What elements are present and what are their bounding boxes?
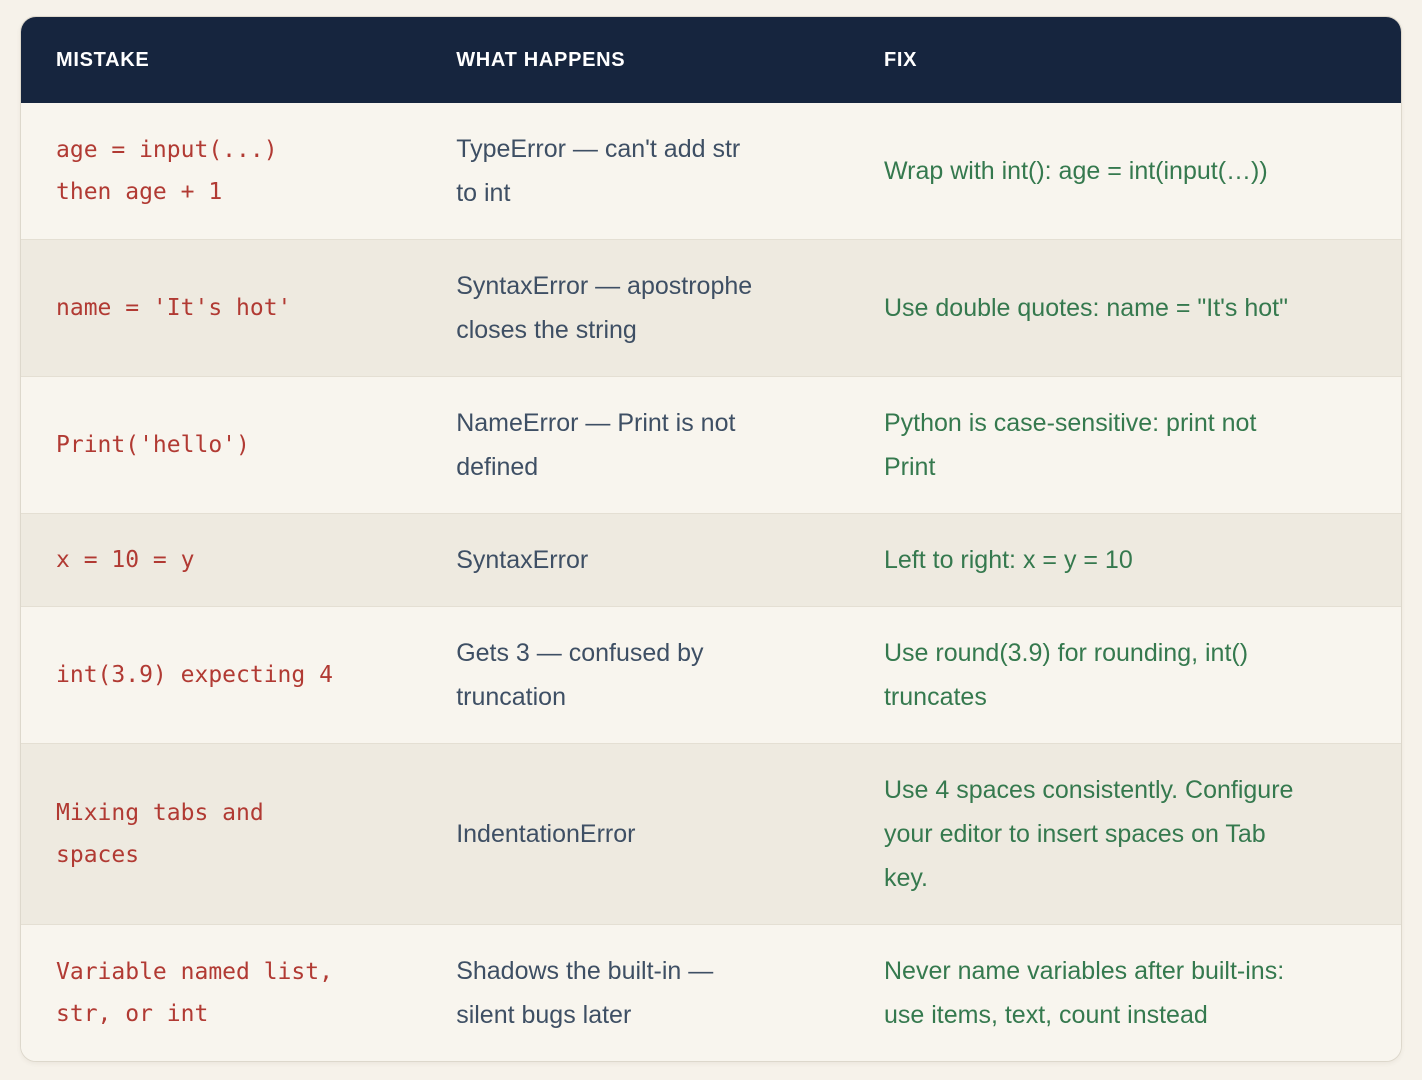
column-header-what-happens: WHAT HAPPENS xyxy=(421,17,849,103)
table-row: Variable named list, str, or int Shadows… xyxy=(21,924,1401,1061)
table-row: Print('hello') NameError — Print is not … xyxy=(21,376,1401,514)
what-happens-cell: SyntaxError — apostrophe closes the stri… xyxy=(456,272,753,344)
mistakes-table: MISTAKE WHAT HAPPENS FIX age = input(...… xyxy=(21,17,1401,1061)
what-happens-cell: SyntaxError xyxy=(456,546,589,574)
fix-cell: Left to right: x = y = 10 xyxy=(883,546,1133,574)
fix-cell: Use round(3.9) for rounding, int() trunc… xyxy=(883,639,1249,711)
table-row: x = 10 = y SyntaxError Left to right: x … xyxy=(21,513,1401,607)
what-happens-cell: IndentationError xyxy=(456,820,636,848)
table-row: age = input(...) then age + 1 TypeError … xyxy=(21,103,1401,240)
mistake-cell: age = input(...) then age + 1 xyxy=(56,137,278,205)
table-row: Mixing tabs and spaces IndentationError … xyxy=(21,743,1401,925)
mistake-cell: x = 10 = y xyxy=(56,547,195,573)
fix-cell: Never name variables after built-ins: us… xyxy=(883,957,1285,1029)
table-row: int(3.9) expecting 4 Gets 3 — confused b… xyxy=(21,606,1401,744)
header-row: MISTAKE WHAT HAPPENS FIX xyxy=(21,17,1401,103)
fix-cell: Python is case-sensitive: print not Prin… xyxy=(883,409,1257,481)
what-happens-cell: Shadows the built-in — silent bugs later xyxy=(456,957,714,1029)
fix-cell: Use 4 spaces consistently. Configure you… xyxy=(883,776,1294,892)
fix-cell: Use double quotes: name = "It's hot" xyxy=(883,294,1289,322)
column-header-fix: FIX xyxy=(848,17,1401,103)
column-header-mistake: MISTAKE xyxy=(21,17,422,103)
mistake-cell: int(3.9) expecting 4 xyxy=(56,662,333,688)
mistake-cell: Variable named list, str, or int xyxy=(56,959,333,1027)
what-happens-cell: TypeError — can't add str to int xyxy=(456,135,741,207)
fix-cell: Wrap with int(): age = int(input(…)) xyxy=(883,157,1268,185)
what-happens-cell: NameError — Print is not defined xyxy=(456,409,736,481)
mistake-cell: Mixing tabs and spaces xyxy=(56,800,264,868)
mistake-cell: name = 'It's hot' xyxy=(56,295,292,321)
mistake-cell: Print('hello') xyxy=(56,432,250,458)
table-header: MISTAKE WHAT HAPPENS FIX xyxy=(21,17,1401,103)
table-body: age = input(...) then age + 1 TypeError … xyxy=(21,103,1401,1061)
table-row: name = 'It's hot' SyntaxError — apostrop… xyxy=(21,239,1401,377)
mistakes-card: MISTAKE WHAT HAPPENS FIX age = input(...… xyxy=(20,16,1402,1062)
what-happens-cell: Gets 3 — confused by truncation xyxy=(456,639,704,711)
